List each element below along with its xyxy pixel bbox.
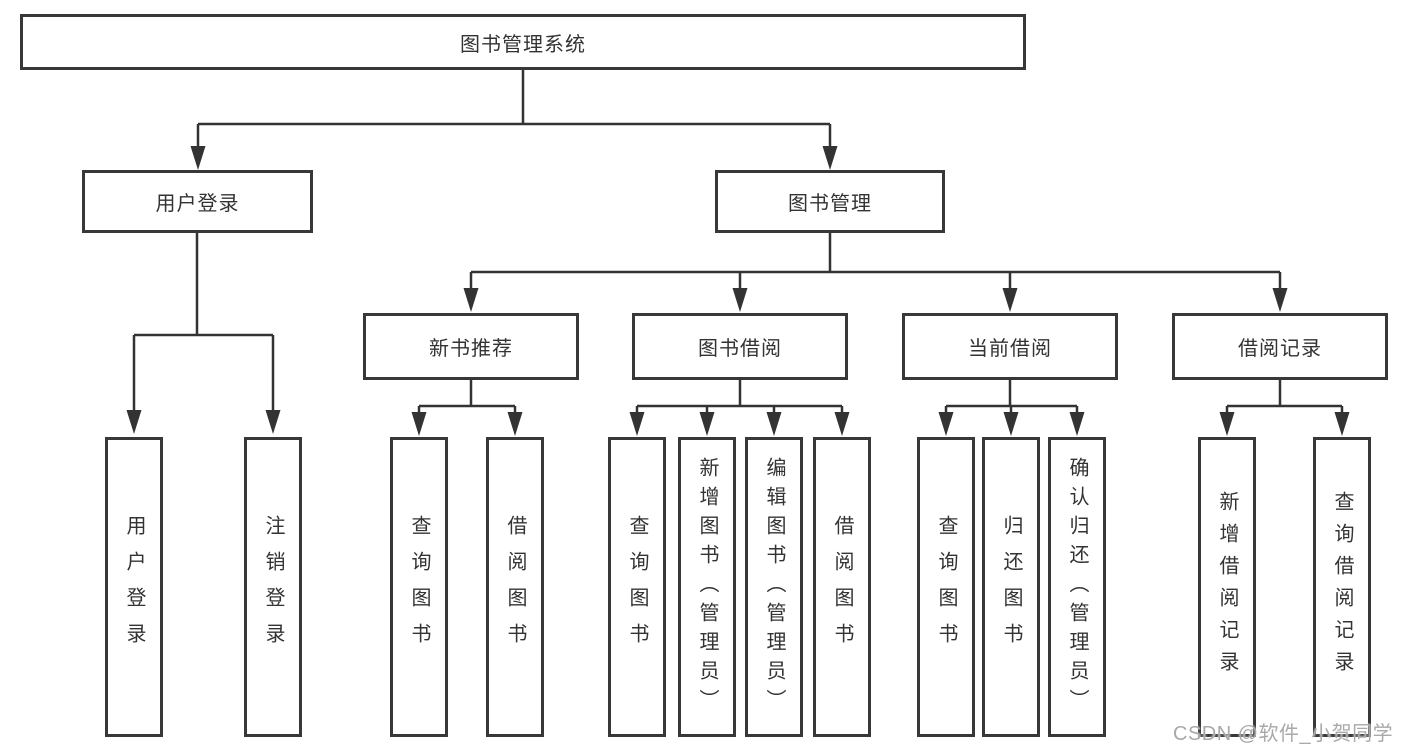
connector-borrowing-records-to-leaves: [1219, 380, 1350, 436]
node-borrowing-records: 借阅记录: [1172, 313, 1388, 380]
node-label: 新增图书（管理员）: [696, 456, 718, 718]
node-return-books: 归还图书: [982, 437, 1040, 737]
node-user-login-leaf: 用户登录: [105, 437, 163, 737]
node-query-borrow-record: 查询借阅记录: [1313, 437, 1371, 737]
connector-new-book-recommendation-to-leaves: [411, 380, 523, 436]
connector-book-management-to-groups: [463, 233, 1288, 312]
node-label: 查询图书: [935, 515, 957, 659]
node-label: 确认归还（管理员）: [1066, 456, 1088, 718]
node-query-books-borrowing: 查询图书: [608, 437, 666, 737]
node-borrow-books: 借阅图书: [813, 437, 871, 737]
node-book-borrowing: 图书借阅: [632, 313, 848, 380]
node-label: 注销登录: [262, 515, 284, 659]
node-current-borrowing: 当前借阅: [902, 313, 1118, 380]
node-confirm-return-admin: 确认归还（管理员）: [1048, 437, 1106, 737]
node-library-system: 图书管理系统: [20, 14, 1026, 70]
node-label: 用户登录: [123, 515, 145, 659]
node-book-management: 图书管理: [715, 170, 945, 233]
node-label: 查询图书: [408, 515, 430, 659]
connector-book-borrowing-to-leaves: [629, 380, 850, 436]
node-label: 查询图书: [626, 515, 648, 659]
node-query-books-current: 查询图书: [917, 437, 975, 737]
node-label: 编辑图书（管理员）: [763, 456, 785, 718]
node-logout-leaf: 注销登录: [244, 437, 302, 737]
node-query-books-recommend: 查询图书: [390, 437, 448, 737]
node-label: 查询借阅记录: [1331, 491, 1353, 683]
node-label: 归还图书: [1000, 515, 1022, 659]
node-user-login: 用户登录: [82, 170, 313, 233]
node-borrow-books-recommend: 借阅图书: [486, 437, 544, 737]
connector-current-borrowing-to-leaves: [938, 380, 1085, 436]
node-edit-book-admin: 编辑图书（管理员）: [745, 437, 803, 737]
connector-user-login-to-leaves: [126, 233, 281, 434]
connector-root-to-level2: [190, 70, 838, 170]
node-new-book-recommendation: 新书推荐: [363, 313, 579, 380]
csdn-watermark: CSDN @软件_小贺同学: [1173, 723, 1394, 745]
node-add-book-admin: 新增图书（管理员）: [678, 437, 736, 737]
node-add-borrow-record: 新增借阅记录: [1198, 437, 1256, 737]
node-label: 新增借阅记录: [1216, 491, 1238, 683]
node-label: 借阅图书: [831, 515, 853, 659]
node-label: 借阅图书: [504, 515, 526, 659]
